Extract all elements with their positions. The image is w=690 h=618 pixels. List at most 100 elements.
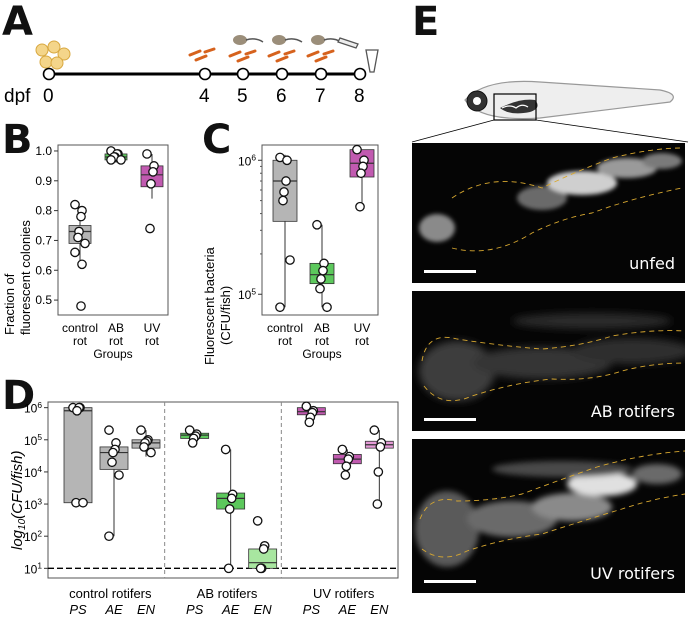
micrograph-ab-rotifers: AB rotifers [412,291,685,431]
x-tick-label: AB [314,321,330,335]
chart-c-ylabel-1: Fluorescent bacteria [202,246,217,365]
data-point [322,302,332,313]
timepoint-4: 4 [199,86,210,105]
panel-letter-e: E [412,0,440,45]
data-point [315,283,325,294]
data-point [279,187,289,197]
panel-letter-d: D [2,373,36,419]
data-point [136,425,146,435]
x-tick-label: rot [315,334,330,348]
panel-a-timeline: dpf 0 4 5 6 7 8 [4,35,379,105]
x-tick-label: UV [354,321,371,335]
y-tick-label: 0.9 [35,174,52,188]
data-point [187,438,198,448]
data-point [148,166,158,177]
sample-label: AE [338,602,357,617]
rotifer-icons [188,47,335,63]
y-tick-label: 0.7 [35,233,52,247]
x-tick-label: rot [145,334,160,348]
data-point [106,155,116,165]
data-point [355,201,365,212]
y-tick-label: 0.6 [35,263,52,277]
y-tick-label: 106 [24,400,42,416]
chart-b-ylabel-2: fluorescent colonies [18,220,33,335]
y-tick-label: 105 [238,286,256,302]
x-tick-label: control [62,321,98,335]
data-point [139,442,149,452]
sample-label: PS [186,602,204,617]
timeline-points [42,67,367,81]
larva-icons [233,35,342,45]
chart-b: Fraction of fluorescent colonies 0.5 0.6 0… [2,144,169,361]
sample-label: EN [137,602,156,617]
y-tick-label: 102 [24,528,42,544]
data-point [114,470,124,480]
sample-label: PS [303,602,321,617]
group-label: control rotifers [69,586,152,601]
micrograph-unfed: unfed [412,143,685,283]
data-point [76,301,86,311]
data-point [372,499,383,509]
y-tick-label: 101 [24,561,42,577]
x-tick-label: rot [355,334,370,348]
data-point [146,178,156,189]
data-point [258,544,269,554]
data-point [275,302,285,313]
data-point [304,417,315,428]
x-tick-label: control [267,321,303,335]
data-point [341,461,352,472]
data-point [146,447,156,458]
y-tick-label: 103 [24,496,42,512]
y-tick-label: 1.0 [35,144,52,158]
x-tick-label: rot [73,334,88,348]
timepoint-6: 6 [276,86,287,105]
data-point [116,155,126,165]
data-point [72,405,82,416]
data-point [70,247,80,258]
scale-bar [424,418,476,421]
scale-bar [424,270,476,273]
plot-frame [47,401,399,579]
data-point [77,259,87,270]
data-point [252,516,263,526]
sample-label: EN [254,602,273,617]
data-point [301,401,312,412]
data-point [104,425,114,435]
zoom-box [493,93,537,121]
dpf-label: dpf [4,86,31,105]
chart-d: log10(CFU/fish) 101102103104105106contro… [9,400,399,617]
data-point [255,563,266,574]
box [63,407,93,504]
timepoint-5: 5 [237,86,248,105]
x-axis-label: Groups [93,347,132,361]
eggs-icon [35,40,71,70]
sample-label: AE [221,602,240,617]
data-point [107,457,117,468]
y-tick-label: 104 [24,464,42,480]
data-point [184,425,195,435]
y-tick-label: 0.5 [35,293,52,307]
data-point [142,149,152,159]
data-point [356,168,366,179]
data-point [285,255,295,265]
dissection-icon [337,37,379,73]
timepoint-8: 8 [354,86,365,105]
panel-letter-c: C [202,117,232,163]
data-point [369,425,380,435]
data-point [282,155,292,166]
data-point [145,223,155,234]
x-tick-label: AB [108,321,124,335]
data-point [318,265,328,276]
chart-b-ylabel-1: Fraction of [2,273,17,335]
data-point [281,176,291,186]
timepoint-0: 0 [43,86,54,105]
sample-label: EN [370,602,389,617]
data-point [316,274,326,284]
data-point [337,444,348,455]
image-label-unfed: unfed [629,254,675,273]
chart-c-ylabel-2: (CFU/fish) [218,286,233,345]
scale-bar [424,580,476,583]
image-label-uv-rotifers: UV rotifers [590,564,675,583]
data-point [220,444,231,455]
timepoint-7: 7 [315,86,326,105]
